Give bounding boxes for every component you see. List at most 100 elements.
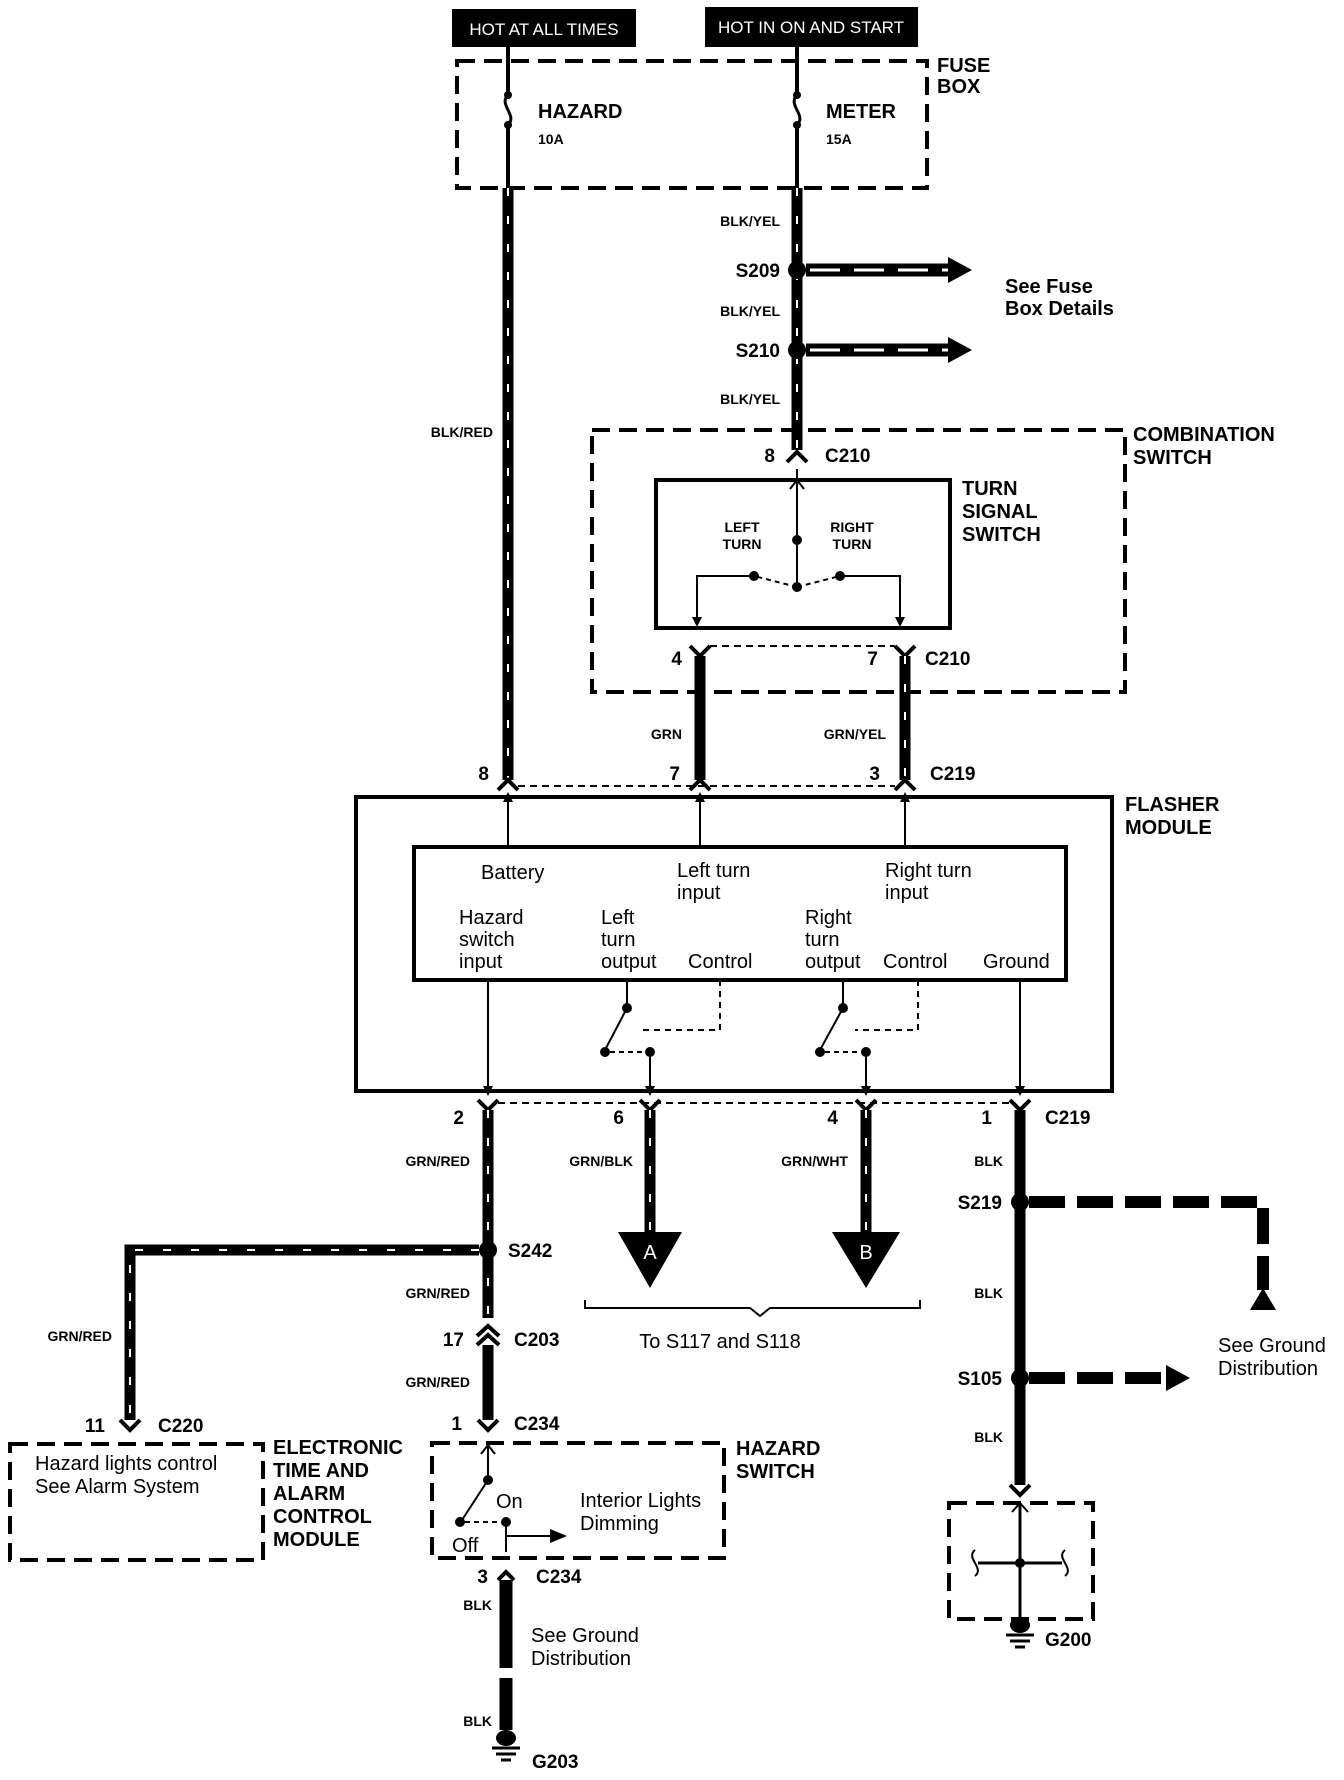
- etacm-note-2: See Alarm System: [35, 1476, 200, 1498]
- fuse-box-outline: [455, 59, 929, 190]
- note-ground-dist-right-2: Distribution: [1218, 1358, 1318, 1380]
- ground-g200-label: G200: [1045, 1630, 1091, 1651]
- etacm-outline: [8, 1442, 265, 1562]
- connector-c234-bottom: [496, 1569, 516, 1582]
- c203-name: C203: [514, 1330, 559, 1351]
- connector-c219-pin3: [893, 777, 917, 792]
- flasher-module-label: FLASHER: [1125, 794, 1220, 816]
- wire-label-grn-blk: GRN/BLK: [569, 1153, 633, 1169]
- wire-label-grn-red-2: GRN/RED: [405, 1285, 470, 1301]
- c220-name: C220: [158, 1416, 203, 1437]
- wire-label-grn-yel: GRN/YEL: [824, 726, 887, 742]
- label-hazard-switch-input-1: Hazard: [459, 907, 523, 929]
- label-right-turn-output-1: Right: [805, 907, 852, 929]
- wire-label-grn-red-4: GRN/RED: [47, 1328, 112, 1344]
- wire-label-blk-1: BLK: [974, 1153, 1003, 1169]
- etacm-label-5: MODULE: [273, 1529, 360, 1551]
- svg-text:HOT AT ALL TIMES: HOT AT ALL TIMES: [469, 20, 618, 39]
- right-turn-relay: [815, 980, 919, 1096]
- meter-fuse-rating: 15A: [826, 131, 852, 147]
- wire-grn-red-branch: [124, 1244, 479, 1420]
- ground-symbol-g203: [492, 1730, 520, 1762]
- hazard-switch-label-1: HAZARD: [736, 1438, 820, 1460]
- wire-label-blk-yel-2: BLK/YEL: [720, 303, 780, 319]
- note-fuse-box-details-2: Box Details: [1005, 298, 1114, 320]
- off-page-b: [832, 1232, 900, 1288]
- connector-c210-top: [785, 449, 809, 464]
- label-hazard-switch-input-2: switch: [459, 929, 515, 951]
- hazard-fuse-name: HAZARD: [538, 101, 622, 123]
- combination-switch-outline: [590, 428, 1127, 694]
- hazard-switch-dimming-2: Dimming: [580, 1513, 659, 1535]
- right-turn-label-2: TURN: [833, 536, 872, 552]
- connector-c219-pin2: [476, 1098, 500, 1113]
- label-ground: Ground: [983, 951, 1050, 973]
- c219-bottom-name: C219: [1045, 1108, 1090, 1129]
- c210-pin7: 7: [867, 649, 878, 670]
- c234-bottom-name: C234: [536, 1567, 582, 1588]
- connector-c219-pin6: [638, 1098, 662, 1113]
- wire-label-blk-5: BLK: [974, 1429, 1003, 1445]
- turn-signal-switch-contacts: [692, 469, 905, 627]
- hazard-switch-on: On: [496, 1491, 523, 1513]
- label-left-turn-output-1: Left: [601, 907, 635, 929]
- c219-pin3: 3: [869, 764, 880, 785]
- label-left-turn-output-2: turn: [601, 929, 635, 951]
- fuse-box-label: FUSE: [937, 55, 990, 77]
- wire-label-grn-red-3: GRN/RED: [405, 1374, 470, 1390]
- off-page-a-label: A: [643, 1242, 657, 1264]
- note-to-s117: To S117 and S118: [639, 1331, 801, 1353]
- label-battery: Battery: [481, 862, 544, 884]
- c210-top-pin: 8: [764, 446, 775, 467]
- c219-top-name: C219: [930, 764, 975, 785]
- c210-pin4: 4: [671, 649, 682, 670]
- hazard-fuse-rating: 10A: [538, 131, 564, 147]
- meter-fuse-name: METER: [826, 101, 897, 123]
- c234-bottom-pin: 3: [477, 1567, 488, 1588]
- splice-s210: [788, 341, 806, 359]
- meter-fuse: [792, 47, 802, 188]
- left-turn-label-2: TURN: [723, 536, 762, 552]
- c234-top-name: C234: [514, 1414, 560, 1435]
- etacm-label-2: TIME AND: [273, 1460, 369, 1482]
- right-turn-label-1: RIGHT: [830, 519, 874, 535]
- brace-to-s117: [584, 1300, 921, 1318]
- c234-top-pin: 1: [451, 1414, 462, 1435]
- splice-s209: [788, 261, 806, 279]
- etacm-label-1: ELECTRONIC: [273, 1437, 403, 1459]
- label-left-turn-output-3: output: [601, 951, 657, 973]
- connector-c219-pin8: [496, 777, 520, 792]
- splice-s209-label: S209: [736, 261, 780, 282]
- label-hazard-switch-input-3: input: [459, 951, 503, 973]
- ground-symbol-g200: [1006, 1617, 1034, 1649]
- connector-c234-top: [476, 1418, 500, 1433]
- left-turn-relay: [600, 980, 721, 1096]
- turn-signal-label-1: TURN: [962, 478, 1018, 500]
- hazard-switch-label-2: SWITCH: [736, 1461, 815, 1483]
- label-right-turn-input-1: Right turn: [885, 860, 972, 882]
- hazard-switch-dimming-1: Interior Lights: [580, 1490, 701, 1512]
- c219-pin7: 7: [669, 764, 680, 785]
- hazard-switch-contacts: [455, 1443, 567, 1552]
- c219-pin4: 4: [827, 1108, 838, 1129]
- flasher-module-label-2: MODULE: [1125, 817, 1212, 839]
- turn-signal-switch-box: [654, 478, 952, 630]
- hazard-fuse: [503, 47, 513, 188]
- combination-switch-label: COMBINATION: [1133, 424, 1275, 446]
- combination-switch-label-2: SWITCH: [1133, 447, 1212, 469]
- label-control-right: Control: [883, 951, 947, 973]
- c219-pin2: 2: [453, 1108, 464, 1129]
- connector-c220: [118, 1418, 142, 1433]
- c203-pin: 17: [443, 1330, 464, 1351]
- svg-text:HOT IN ON AND START: HOT IN ON AND START: [718, 18, 904, 37]
- splice-s105-label: S105: [958, 1369, 1003, 1390]
- fuse-box-label-2: BOX: [937, 76, 981, 98]
- label-left-turn-input-1: Left turn: [677, 860, 750, 882]
- c210-bottom-name: C210: [925, 649, 970, 670]
- c219-pin6: 6: [613, 1108, 624, 1129]
- wire-label-blk-yel-3: BLK/YEL: [720, 391, 780, 407]
- g200-internal: [971, 1501, 1069, 1620]
- wire-label-blk-4: BLK: [463, 1713, 492, 1729]
- ground-branch-s219: [1029, 1196, 1276, 1310]
